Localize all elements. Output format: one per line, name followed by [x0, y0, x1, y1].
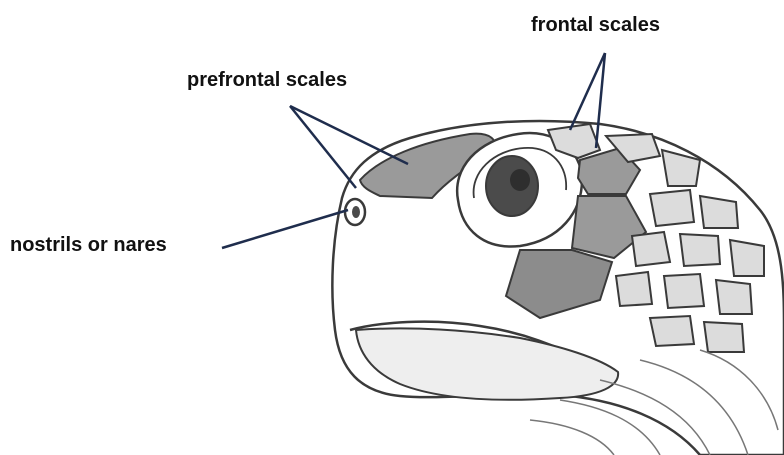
side-scale: [664, 274, 704, 308]
side-scale: [650, 190, 694, 226]
pointer-prefrontal-right: [290, 106, 408, 164]
label-nostrils-or-nares: nostrils or nares: [10, 235, 167, 255]
label-frontal-scales: frontal scales: [531, 15, 660, 35]
pointer-prefrontal-left: [290, 106, 356, 188]
nostril-inner: [352, 206, 360, 218]
side-scale: [704, 322, 744, 352]
side-scale: [716, 280, 752, 314]
eye-highlight: [510, 169, 530, 191]
side-scale: [632, 232, 670, 266]
side-scale: [730, 240, 764, 276]
side-scale: [680, 234, 720, 266]
pointer-nostrils: [222, 210, 348, 248]
label-prefrontal-scales: prefrontal scales: [187, 70, 347, 90]
side-scale: [650, 316, 694, 346]
side-scale: [700, 196, 738, 228]
neck-fold: [530, 420, 614, 455]
side-scale: [616, 272, 652, 306]
